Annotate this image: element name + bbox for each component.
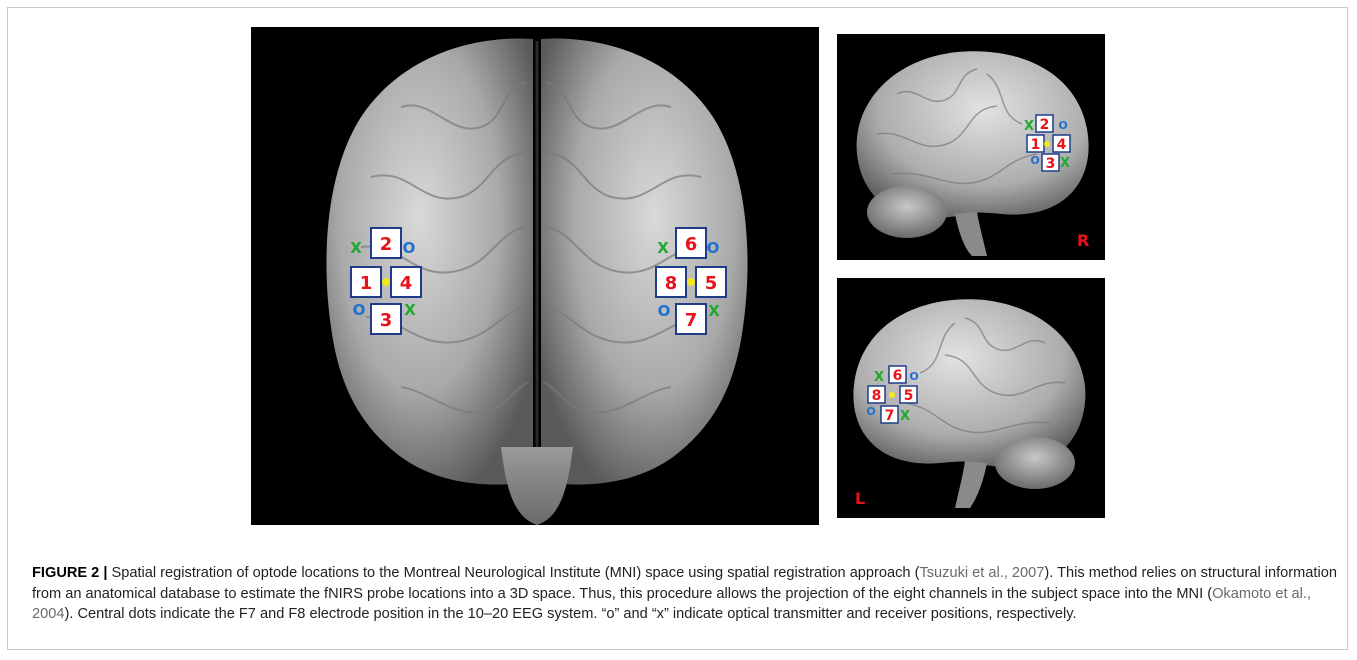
receiver-marker: X [350, 239, 362, 257]
channel-5-box [695, 266, 727, 298]
transmitter-marker: O [909, 370, 918, 383]
channel-8-box [867, 385, 886, 404]
channel-7-box [880, 405, 899, 424]
channel-7-box [675, 303, 707, 335]
channel-6-label: 6 [685, 234, 698, 255]
channel-3-label: 3 [380, 310, 393, 331]
caption-text: ). Central dots indicate the F7 and F8 e… [64, 606, 1077, 622]
receiver-marker: X [1024, 119, 1034, 134]
f8-electrode-dot [1044, 141, 1050, 147]
channel-2-box [1035, 114, 1054, 133]
channel-6-label: 6 [893, 368, 903, 384]
transmitter-marker: O [866, 405, 875, 418]
figure-frame: 2 1 4 3 X O O X 6 8 5 [7, 7, 1348, 650]
receiver-marker: X [708, 302, 720, 320]
receiver-marker: X [657, 239, 669, 257]
channel-2-box [370, 227, 402, 259]
citation-link[interactable]: Okamoto et al., 2004 [32, 585, 1312, 623]
channel-8-label: 8 [872, 388, 882, 404]
transmitter-marker: O [707, 239, 720, 257]
hemisphere-label-left: L [855, 489, 865, 508]
receiver-marker: X [874, 370, 884, 385]
caption-text: ). This method relies on structural info… [32, 565, 1337, 602]
channel-5-label: 5 [904, 388, 914, 404]
receiver-marker: X [900, 409, 910, 424]
channel-7-label: 7 [685, 310, 698, 331]
frontal-left-probe: 2 1 4 3 X O O X [350, 227, 422, 335]
receiver-marker: X [1060, 156, 1070, 171]
frontal-brain-panel: 2 1 4 3 X O O X 6 8 5 [251, 27, 819, 525]
right-lateral-panel: 2 1 4 3 X O O X R [837, 34, 1105, 260]
left-lateral-brain-image: 6 8 5 7 X O O X L [837, 278, 1105, 518]
channel-8-label: 8 [665, 273, 678, 294]
transmitter-marker: O [658, 302, 671, 320]
channel-3-label: 3 [1046, 156, 1056, 172]
channel-4-label: 4 [400, 273, 413, 294]
figure-caption: FIGURE 2 | Spatial registration of optod… [32, 563, 1342, 625]
channel-7-label: 7 [885, 408, 895, 424]
f7-electrode-dot [889, 392, 895, 398]
channel-6-box [888, 365, 907, 384]
channel-2-label: 2 [1040, 117, 1050, 133]
channel-1-label: 1 [1031, 137, 1041, 153]
transmitter-marker: O [1030, 154, 1039, 167]
channel-4-label: 4 [1057, 137, 1067, 153]
channel-5-box [899, 385, 918, 404]
citation-link[interactable]: Tsuzuki et al., 2007 [919, 565, 1045, 581]
channel-4-box [1052, 134, 1071, 153]
left-lateral-panel: 6 8 5 7 X O O X L [837, 278, 1105, 518]
f8-electrode-dot [687, 278, 695, 286]
channel-3-box [370, 303, 402, 335]
hemisphere-label-right: R [1077, 231, 1089, 250]
channel-3-box [1041, 153, 1060, 172]
transmitter-marker: O [353, 301, 366, 319]
channel-8-box [655, 266, 687, 298]
transmitter-marker: O [1058, 119, 1067, 132]
left-lateral-probe: 6 8 5 7 X O O X [866, 365, 919, 424]
frontal-right-probe: 6 8 5 7 X O O X [655, 227, 727, 335]
frontal-brain-image: 2 1 4 3 X O O X 6 8 5 [251, 27, 819, 525]
channel-1-label: 1 [360, 273, 373, 294]
right-lateral-probe: 2 1 4 3 X O O X [1024, 114, 1071, 172]
channel-1-box [350, 266, 382, 298]
right-lateral-brain-image: 2 1 4 3 X O O X R [837, 34, 1105, 260]
caption-text: Spatial registration of optode locations… [107, 565, 920, 581]
channel-4-box [390, 266, 422, 298]
receiver-marker: X [404, 301, 416, 319]
transmitter-marker: O [403, 239, 416, 257]
channel-6-box [675, 227, 707, 259]
figure-label: FIGURE 2 | [32, 565, 108, 581]
channel-5-label: 5 [705, 273, 718, 294]
channel-2-label: 2 [380, 234, 393, 255]
channel-1-box [1026, 134, 1045, 153]
f7-electrode-dot [382, 278, 390, 286]
